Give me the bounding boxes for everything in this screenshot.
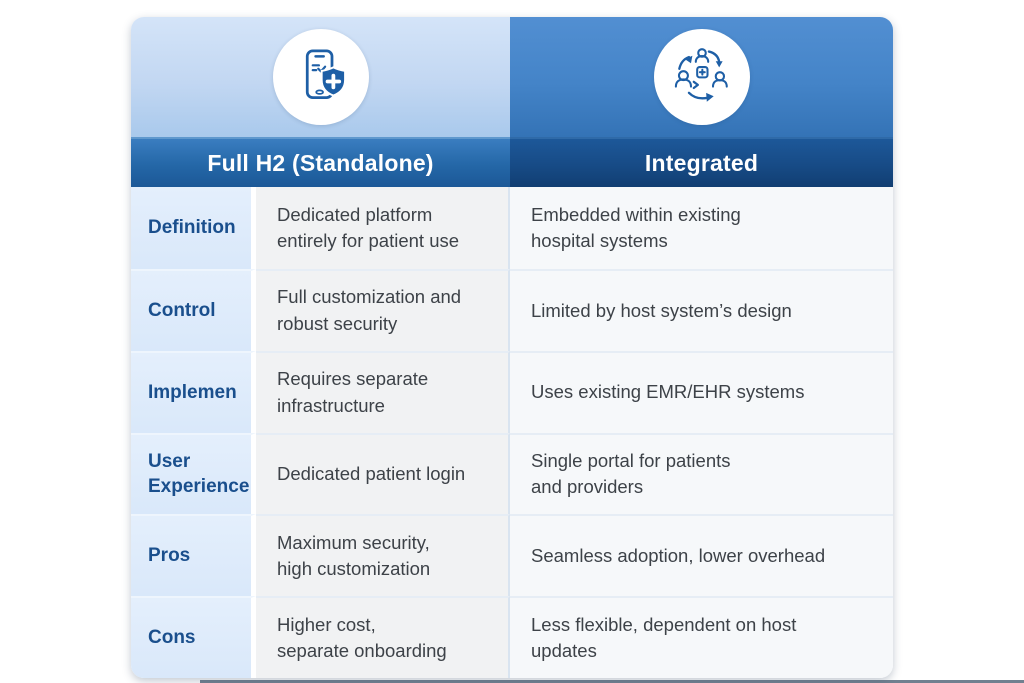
standalone-value-cell: Dedicated patient login xyxy=(256,432,510,515)
header-integrated: Integrated xyxy=(510,17,893,187)
integrated-icon-area xyxy=(510,17,893,137)
row-label: Control xyxy=(131,268,256,351)
column-title-integrated: Integrated xyxy=(644,149,759,176)
row-label: Cons xyxy=(131,596,256,678)
table-row: Implemen Requires separate infrastructur… xyxy=(131,350,893,433)
header-standalone: Full H2 (Standalone) xyxy=(131,17,510,187)
bottom-edge-line xyxy=(200,680,1024,683)
row-label: Implemen xyxy=(131,350,256,433)
integrated-value-cell: Less flexible, dependent on host updates xyxy=(510,596,893,678)
integrated-value-cell: Uses existing EMR/EHR systems xyxy=(510,350,893,433)
column-title-standalone: Full H2 (Standalone) xyxy=(207,149,434,176)
table-row: User Experience Dedicated patient login … xyxy=(131,432,893,515)
standalone-title-bar: Full H2 (Standalone) xyxy=(131,137,510,187)
row-label: Pros xyxy=(131,514,256,597)
table-header: Full H2 (Standalone) xyxy=(131,17,893,187)
standalone-value-cell: Requires separate infrastructure xyxy=(256,350,510,433)
table-row: Control Full customization and robust se… xyxy=(131,268,893,351)
integrated-title-bar: Integrated xyxy=(510,137,893,187)
table-row: Definition Dedicated platform entirely f… xyxy=(131,187,893,269)
table-row: Cons Higher cost, separate onboarding Le… xyxy=(131,596,893,678)
icon-circle xyxy=(272,29,369,125)
standalone-value-cell: Higher cost, separate onboarding xyxy=(256,596,510,678)
row-label: Definition xyxy=(131,187,256,269)
icon-circle xyxy=(653,29,750,125)
smartphone-shield-icon xyxy=(305,49,346,99)
table-row: Pros Maximum security, high customizatio… xyxy=(131,514,893,597)
row-label: User Experience xyxy=(131,432,256,515)
standalone-value-cell: Maximum security, high customization xyxy=(256,514,510,597)
integrated-value-cell: Single portal for patients and providers xyxy=(510,432,893,515)
standalone-icon-area xyxy=(131,17,510,137)
integrated-value-cell: Embedded within existing hospital system… xyxy=(510,187,893,269)
people-network-icon xyxy=(674,48,728,102)
standalone-value-cell: Full customization and robust security xyxy=(256,268,510,351)
standalone-value-cell: Dedicated platform entirely for patient … xyxy=(256,187,510,269)
integrated-value-cell: Seamless adoption, lower overhead xyxy=(510,514,893,597)
comparison-card: Full H2 (Standalone) xyxy=(131,17,893,678)
table-body: Definition Dedicated platform entirely f… xyxy=(131,187,893,678)
integrated-value-cell: Limited by host system’s design xyxy=(510,268,893,351)
